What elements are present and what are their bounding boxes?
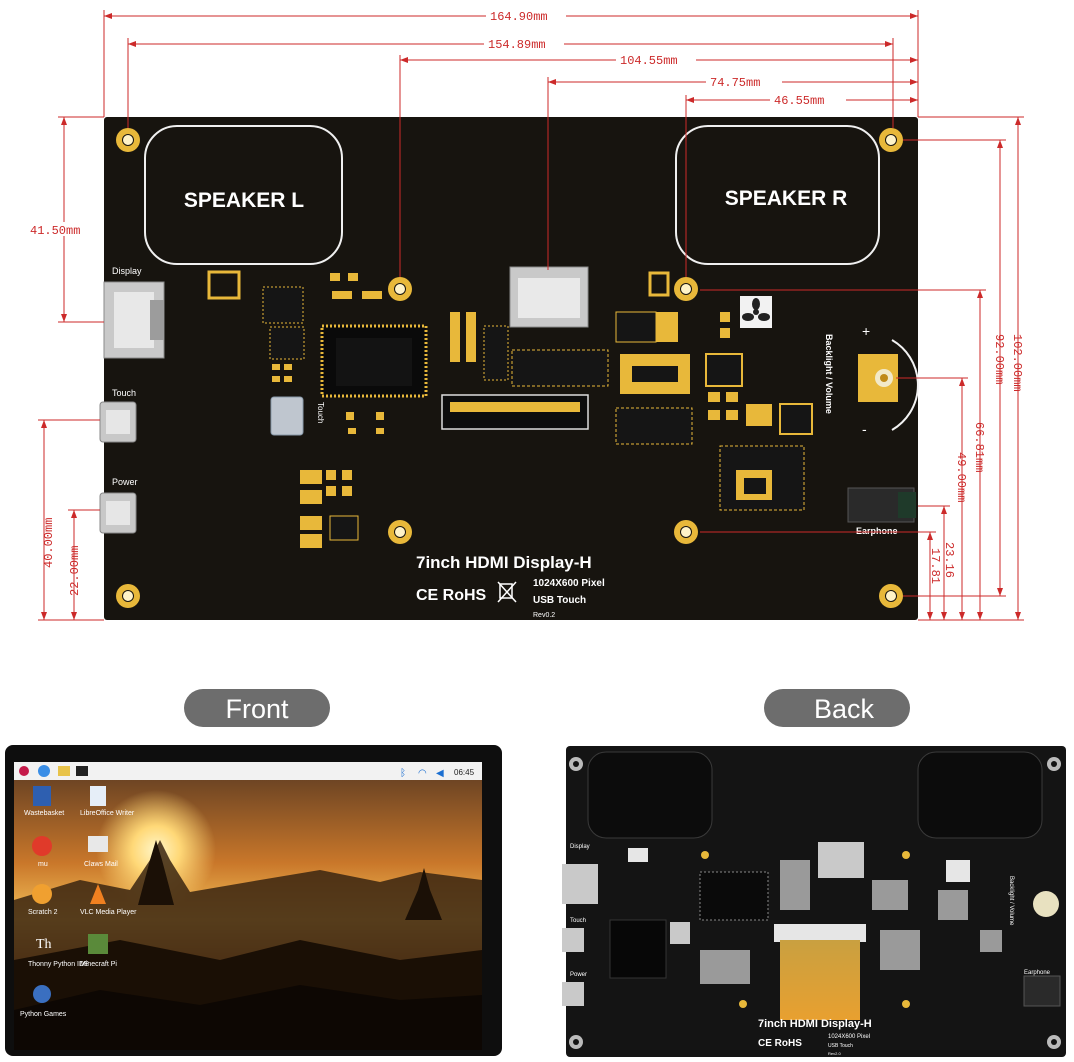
back-touch-label: Touch [570, 918, 586, 924]
speaker-right-label: SPEAKER R [725, 187, 848, 210]
usb-power-port [99, 492, 137, 534]
power-port-label: Power [112, 477, 138, 487]
file-manager-icon[interactable] [58, 766, 70, 776]
dim-knob: 49.00mm [954, 452, 968, 502]
back-power-port [562, 982, 584, 1006]
dim-height-holes: 92.00mm [992, 334, 1006, 384]
cert-marks: CE RoHS [416, 587, 487, 604]
python-games-icon[interactable] [33, 985, 51, 1003]
taskbar [14, 762, 482, 780]
pixel-label: 1024X600 Pixel [533, 578, 605, 589]
back-display-label: Display [570, 844, 590, 850]
usb-touch-label: USB Touch [533, 595, 586, 606]
speaker-left-outline [144, 125, 343, 265]
back-label: Back [814, 694, 875, 724]
back-hdmi-port [562, 864, 598, 904]
back-board: Display Touch Power Earphone Backlight /… [562, 746, 1066, 1057]
dim-display-height: 41.50mm [30, 224, 80, 238]
desktop-icon-label: Minecraft Pi [80, 961, 117, 968]
wifi-icon[interactable]: ◠ [418, 768, 427, 779]
rev-label: Rev0.2 [533, 612, 555, 619]
back-usb-label: USB Touch [828, 1043, 853, 1049]
touch-vertical-label: Touch [316, 402, 325, 423]
back-backlight-label: Backlight / Volume [1008, 876, 1014, 926]
svg-text:+: + [862, 323, 870, 339]
wastebasket-icon[interactable] [33, 786, 51, 806]
back-power-label: Power [570, 972, 587, 978]
earphone-jack [847, 487, 916, 523]
hdmi-input-connector [509, 266, 589, 328]
display-port-label: Display [112, 266, 142, 276]
hdmi-port [103, 281, 165, 359]
dim-hdmi-offset: 74.75mm [710, 76, 760, 90]
speaker-left-label: SPEAKER L [184, 189, 304, 212]
desktop-icon-label: VLC Media Player [80, 909, 137, 916]
back-cert-marks: CE RoHS [758, 1038, 802, 1049]
dimension-labels: 164.90mm 154.89mm 104.55mm 74.75mm 46.55… [28, 8, 1024, 596]
terminal-icon[interactable] [76, 766, 88, 776]
dim-width-total: 164.90mm [490, 10, 548, 24]
desktop-icon-label: Python Games [20, 1011, 67, 1018]
main-ic [320, 324, 428, 398]
mu-icon[interactable] [32, 836, 52, 856]
browser-icon[interactable] [38, 765, 50, 777]
bluetooth-icon[interactable]: ᛒ [400, 768, 406, 779]
earphone-label: Earphone [856, 526, 898, 536]
scratch-icon[interactable] [32, 884, 52, 904]
dim-hole-mid: 66.81mm [972, 422, 986, 472]
desktop-icon-label: LibreOffice Writer [80, 810, 135, 817]
minecraft-icon[interactable] [88, 934, 108, 954]
speaker-right-outline [675, 125, 880, 265]
clock: 06:45 [454, 768, 475, 777]
front-pill: Front [184, 689, 330, 727]
back-touch-port [562, 928, 584, 952]
vlc-icon[interactable] [90, 884, 106, 904]
components-middle [450, 271, 730, 445]
desktop-icon-label: Scratch 2 [28, 909, 58, 916]
thonny-icon[interactable]: Th [36, 937, 52, 952]
components-right [705, 353, 813, 511]
fpc-connector [441, 394, 589, 430]
usb-touch-port [99, 401, 137, 443]
back-pill: Back [764, 689, 910, 727]
volume-icon[interactable]: ◀ [436, 768, 444, 779]
touch-port-label: Touch [112, 388, 136, 398]
front-display: ᛒ ◠ ◀ 06:45 Wastebasket LibreOffice Writ… [5, 745, 502, 1056]
desktop-icon-label: Wastebasket [24, 810, 64, 817]
main-board: SPEAKER L SPEAKER R Display Touch Power … [99, 117, 919, 620]
desktop-icon-label: Claws Mail [84, 861, 118, 868]
raspberry-menu-icon[interactable] [19, 766, 29, 776]
dimension-arrows [41, 13, 1021, 620]
svg-text:-: - [862, 421, 867, 437]
back-product-title: 7inch HDMI Display-H [758, 1018, 872, 1030]
product-title: 7inch HDMI Display-H [416, 553, 592, 572]
claws-mail-icon[interactable] [88, 836, 108, 852]
backlight-volume-knob: + - [858, 323, 919, 437]
dim-hole-offset: 104.55mm [620, 54, 678, 68]
desktop-icon-label: mu [38, 861, 48, 868]
back-pixel-label: 1024X600 Pixel [828, 1034, 870, 1040]
desktop-icons[interactable]: Wastebasket LibreOffice Writer mu Claws … [20, 786, 137, 1018]
weee-bin-icon [497, 581, 517, 603]
writer-icon[interactable] [90, 786, 106, 806]
dim-earphone: 23.16 [942, 542, 956, 578]
dim-hole-lower: 17.81 [928, 548, 942, 584]
backlight-volume-label: Backlight / Volume [824, 334, 834, 414]
back-earphone-label: Earphone [1024, 970, 1051, 976]
dim-power-height: 22.00mm [68, 546, 82, 596]
dim-width-holes: 154.89mm [488, 38, 546, 52]
dim-hole-right-offset: 46.55mm [774, 94, 824, 108]
dim-touch-height: 40.00mm [42, 518, 56, 568]
touch-internal-port [270, 396, 304, 436]
back-rev-label: Rev2.0 [828, 1051, 841, 1056]
front-label: Front [225, 694, 289, 724]
desktop-icon-label: Thonny Python IDE [28, 961, 89, 968]
fan-icon [740, 296, 772, 328]
components-left [207, 270, 384, 548]
dim-height-total: 102.00mm [1010, 334, 1024, 392]
